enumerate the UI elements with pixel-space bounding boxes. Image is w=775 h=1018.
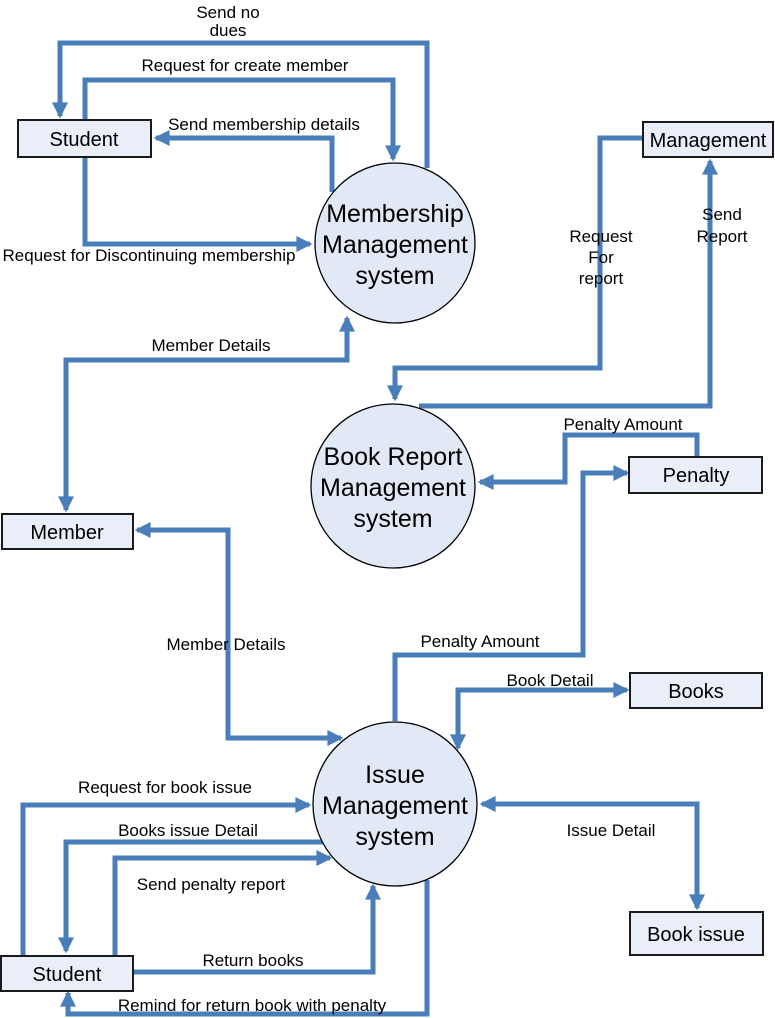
entity-student-bottom: Student <box>0 955 134 992</box>
flow-issue-detail <box>479 795 706 911</box>
label-request-for-report-line2: For <box>588 248 614 267</box>
student-top-label: Student <box>50 129 119 151</box>
management-box <box>642 121 774 158</box>
flow-books-issue-detail <box>57 839 324 954</box>
label-send-penalty-report: Send penalty report <box>137 875 286 894</box>
label-request-for-report-line1: Request <box>569 227 633 246</box>
label-request-discontinuing-membership: Request for Discontinuing membership <box>3 246 296 265</box>
flow-member-details-top <box>57 315 356 513</box>
membership-process-label-line3: system <box>355 262 434 290</box>
member-box <box>1 513 134 550</box>
process-issue-management-system: Issue Management system <box>312 721 478 887</box>
flow-request-for-report <box>386 135 643 402</box>
management-label: Management <box>650 130 767 152</box>
process-book-report-management-system: Book Report Management system <box>310 403 476 569</box>
label-send-no-dues-line1: Send no <box>196 3 259 22</box>
issue-process-label-line2: Management <box>322 792 468 820</box>
flow-penalty-amount-top <box>477 432 700 491</box>
flow-send-membership-details <box>153 129 335 192</box>
label-member-details-top: Member Details <box>151 336 270 355</box>
issue-process-circle <box>312 721 478 887</box>
flow-send-report <box>419 158 719 409</box>
entity-member: Member <box>1 513 134 550</box>
label-send-membership-details: Send membership details <box>168 115 360 134</box>
penalty-label: Penalty <box>663 465 730 487</box>
flow-request-book-issue <box>20 796 312 955</box>
flow-book-detail <box>449 681 630 751</box>
flow-request-discontinuing-membership <box>82 158 313 253</box>
book-issue-label: Book issue <box>647 924 745 946</box>
flow-remind-return-book <box>59 880 430 1017</box>
book-report-process-label-line1: Book Report <box>324 443 463 471</box>
book-issue-box <box>629 911 764 956</box>
label-issue-detail: Issue Detail <box>567 821 656 840</box>
label-send-report-line2: Report <box>696 227 747 246</box>
label-return-books: Return books <box>202 951 303 970</box>
book-report-process-label-line2: Management <box>320 474 466 502</box>
books-box <box>629 672 763 709</box>
student-top-box <box>17 119 152 158</box>
label-penalty-amount-bottom: Penalty Amount <box>420 632 539 651</box>
issue-process-label-line3: system <box>355 823 434 851</box>
label-member-details-bottom: Member Details <box>166 635 285 654</box>
label-request-for-report-line3: report <box>579 269 624 288</box>
label-send-report-line1: Send <box>702 205 742 224</box>
flow-member-details-bottom <box>134 521 344 747</box>
book-report-process-label-line3: system <box>353 505 432 533</box>
book-report-process-circle <box>310 403 476 569</box>
student-bottom-label: Student <box>33 964 102 986</box>
label-request-create-member: Request for create member <box>142 56 349 75</box>
entity-penalty: Penalty <box>628 456 763 494</box>
label-penalty-amount-top: Penalty Amount <box>563 415 682 434</box>
label-book-detail: Book Detail <box>507 671 594 690</box>
penalty-box <box>628 456 763 494</box>
flow-send-penalty-report <box>112 849 333 955</box>
membership-process-label-line2: Management <box>322 231 468 259</box>
flow-return-books <box>133 883 382 975</box>
flow-request-create-member <box>82 77 402 162</box>
books-label: Books <box>668 681 724 703</box>
label-request-book-issue: Request for book issue <box>78 778 252 797</box>
student-bottom-box <box>0 955 134 992</box>
label-books-issue-detail: Books issue Detail <box>118 821 258 840</box>
membership-process-label-line1: Membership <box>326 200 464 228</box>
label-send-no-dues-line2: dues <box>210 21 247 40</box>
entity-book-issue: Book issue <box>629 911 764 956</box>
membership-process-circle <box>314 162 476 324</box>
entity-student-top: Student <box>17 119 152 158</box>
label-remind-return-book: Remind for return book with penalty <box>118 996 387 1015</box>
entity-management: Management <box>642 121 774 158</box>
process-membership-management-system: Membership Management system <box>314 162 476 324</box>
entity-books: Books <box>629 672 763 709</box>
member-label: Member <box>30 522 104 544</box>
flow-penalty-amount-bottom <box>392 464 630 721</box>
flow-send-no-dues <box>51 40 430 168</box>
issue-process-label-line1: Issue <box>365 761 425 789</box>
